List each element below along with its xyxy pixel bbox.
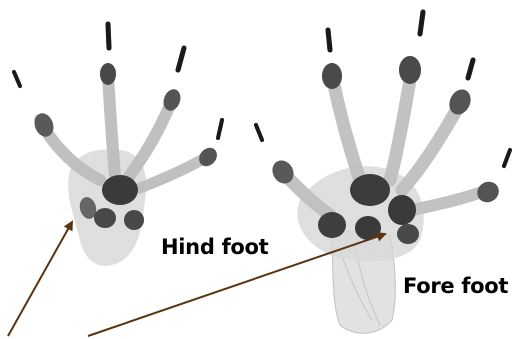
fore-palm-pad-top bbox=[350, 174, 390, 206]
hind-claw-2 bbox=[108, 24, 109, 48]
hind-palm-pad-main bbox=[102, 175, 138, 205]
fore-claw-4 bbox=[468, 60, 473, 78]
fore-claw-2 bbox=[328, 30, 330, 50]
hind-claw-1 bbox=[14, 72, 20, 86]
fore-foot-label: Fore foot bbox=[403, 276, 508, 297]
fore-toe-4-streak bbox=[402, 100, 462, 190]
fore-palm-pad-low bbox=[397, 224, 419, 244]
fore-claw-5 bbox=[504, 150, 510, 166]
hind-foot-label: Hind foot bbox=[161, 237, 268, 258]
fore-toe-pad-3 bbox=[399, 56, 421, 84]
fore-toe-2-streak bbox=[332, 75, 360, 180]
hind-palm-pad-left bbox=[94, 208, 116, 228]
fore-toe-pad-2 bbox=[322, 63, 342, 89]
fore-toe-5-streak bbox=[412, 190, 488, 210]
hind-claw-3 bbox=[178, 48, 184, 70]
hind-toe-pad-2 bbox=[100, 63, 116, 85]
hind-claw-4 bbox=[218, 120, 222, 138]
hind-toe-2-streak bbox=[108, 75, 115, 175]
hind-foot-arrow bbox=[8, 222, 72, 336]
hind-foot-print bbox=[14, 24, 222, 266]
fore-claw-3 bbox=[420, 12, 423, 34]
fore-claw-1 bbox=[256, 125, 262, 140]
fore-palm-pad-right bbox=[388, 195, 416, 225]
hind-palm-pad-right bbox=[124, 210, 144, 230]
fore-toe-pad-5 bbox=[473, 178, 502, 206]
fore-toe-3-streak bbox=[390, 68, 412, 180]
fore-palm-pad-left bbox=[318, 212, 346, 238]
hind-toe-3-streak bbox=[128, 100, 172, 178]
